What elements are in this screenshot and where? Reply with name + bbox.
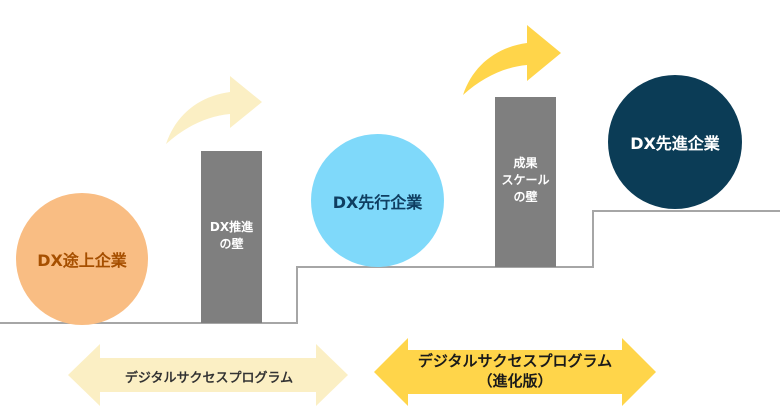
wall-result-scale: 成果 スケール の壁 — [495, 97, 556, 267]
arrow-icon-strong — [463, 25, 561, 95]
stage-label-advanced: DX先進企業 — [630, 134, 720, 153]
stage-label-leader: DX先行企業 — [332, 192, 423, 212]
program-arrow-standard — [68, 344, 348, 406]
program-label-evolved: デジタルサクセスプログラム （進化版） — [417, 352, 613, 390]
wall-dx-promotion: DX推進 の壁 — [201, 151, 262, 323]
program-label-standard: デジタルサクセスプログラム — [124, 371, 294, 386]
program-arrow-evolved — [374, 338, 656, 406]
stage-circle-beginner: DX途上企業 — [16, 193, 148, 325]
wall-label-result-scale: 成果 スケール の壁 — [501, 156, 550, 204]
stage-circle-leader: DX先行企業 — [311, 134, 444, 267]
stage-label-beginner: DX途上企業 — [37, 251, 127, 270]
wall-label-dx-promotion: DX推進 の壁 — [209, 220, 254, 251]
stage-circle-advanced: DX先進企業 — [608, 75, 742, 209]
arrow-icon-light — [166, 76, 262, 144]
